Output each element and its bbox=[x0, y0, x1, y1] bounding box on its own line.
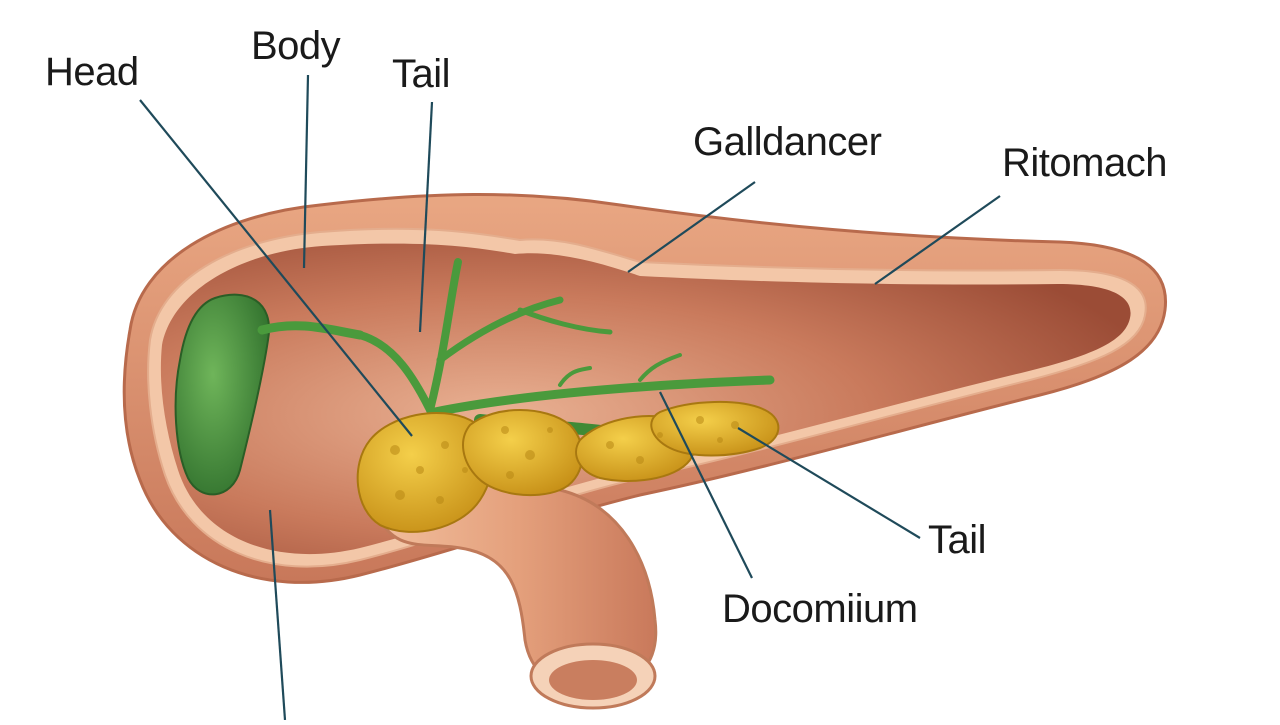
leader-docomium bbox=[659, 391, 753, 579]
duodenum-lumen bbox=[549, 660, 637, 700]
leader-head bbox=[139, 99, 413, 437]
leader-tail-right bbox=[737, 427, 921, 539]
leader-tail-top bbox=[418, 101, 434, 333]
label-docomium: Docomiium bbox=[722, 587, 918, 631]
leader-galldancer bbox=[627, 181, 756, 273]
label-tail-top: Tail bbox=[392, 52, 451, 96]
label-ritomach: Ritomach bbox=[1002, 141, 1167, 185]
leader-lines bbox=[139, 74, 1001, 721]
label-galldancer: Galldancer bbox=[693, 120, 882, 164]
leader-ritomach bbox=[874, 195, 1001, 285]
pancreas-texture bbox=[390, 416, 739, 504]
leader-bottom bbox=[268, 509, 287, 721]
label-tail-right: Tail bbox=[928, 518, 987, 562]
label-body: Body bbox=[251, 24, 341, 68]
label-head: Head bbox=[45, 50, 139, 94]
leader-body bbox=[302, 74, 310, 269]
